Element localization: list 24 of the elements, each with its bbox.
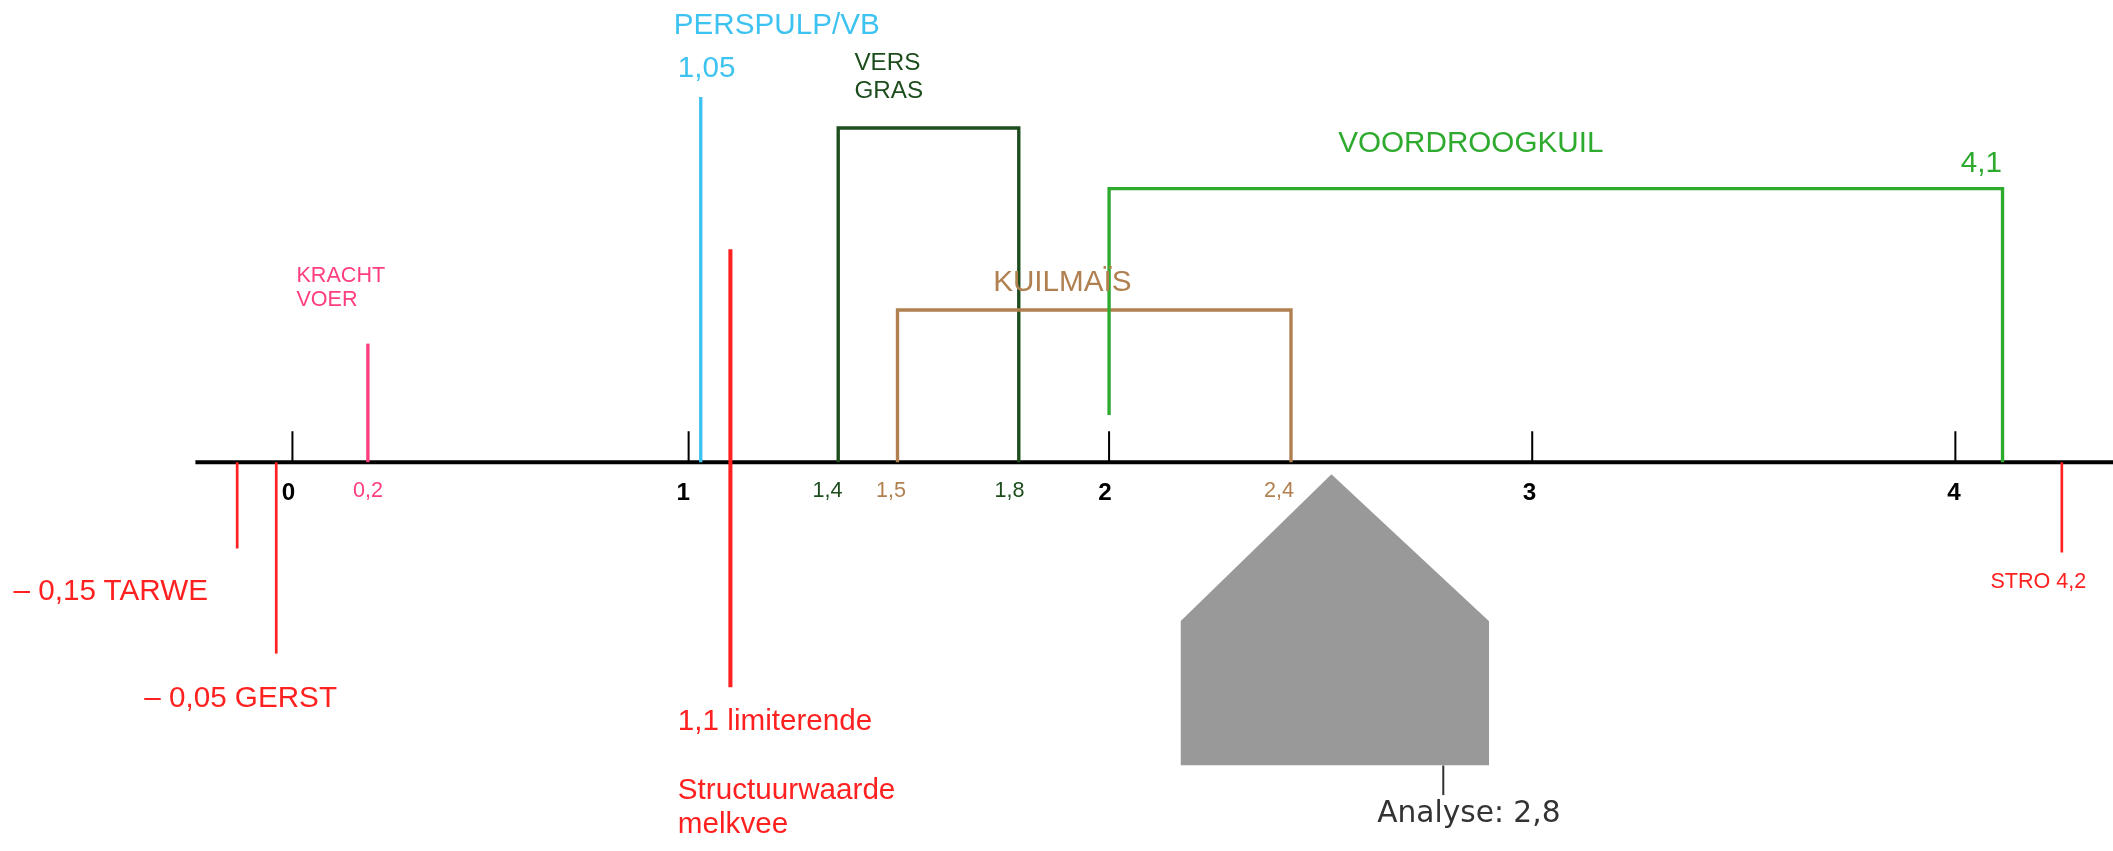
value-label: – 0,05 GERST (144, 680, 337, 715)
tick-label: 1,5 (875, 478, 906, 504)
analysis-label: Analyse: 2,8 (1293, 795, 1645, 836)
tick-label: 2,4 (1264, 478, 1295, 504)
value-label: 4,1 (1960, 145, 2002, 180)
tick-label: 3 (1522, 478, 1537, 507)
tick-label: 0 (281, 478, 296, 507)
leader-line (1442, 765, 1445, 796)
value-label: 1,05 (677, 49, 736, 84)
value-label: – 0,15 TARWE (13, 572, 208, 607)
tick-label: 1,8 (994, 478, 1025, 504)
tick-label: 2 (1098, 478, 1112, 507)
value-label: PERSPULP/VB (673, 6, 880, 41)
value-label: VERS GRAS (854, 48, 925, 105)
pentagon-arrow (1180, 474, 1490, 766)
tick-label: 4 (1947, 478, 1961, 507)
value-label: Structuurwaarde melkvee (677, 772, 897, 841)
value-label: STRO 4,2 (1990, 568, 2087, 594)
tick-label: 0,2 (353, 478, 384, 504)
value-label: 1,1 limiterende (677, 703, 873, 738)
value-label: KRACHT VOER (296, 262, 386, 313)
value-label: VOORDROOGKUIL (1338, 125, 1604, 160)
tick-label: 1 (676, 478, 690, 507)
tick-label: 1,4 (812, 478, 843, 504)
